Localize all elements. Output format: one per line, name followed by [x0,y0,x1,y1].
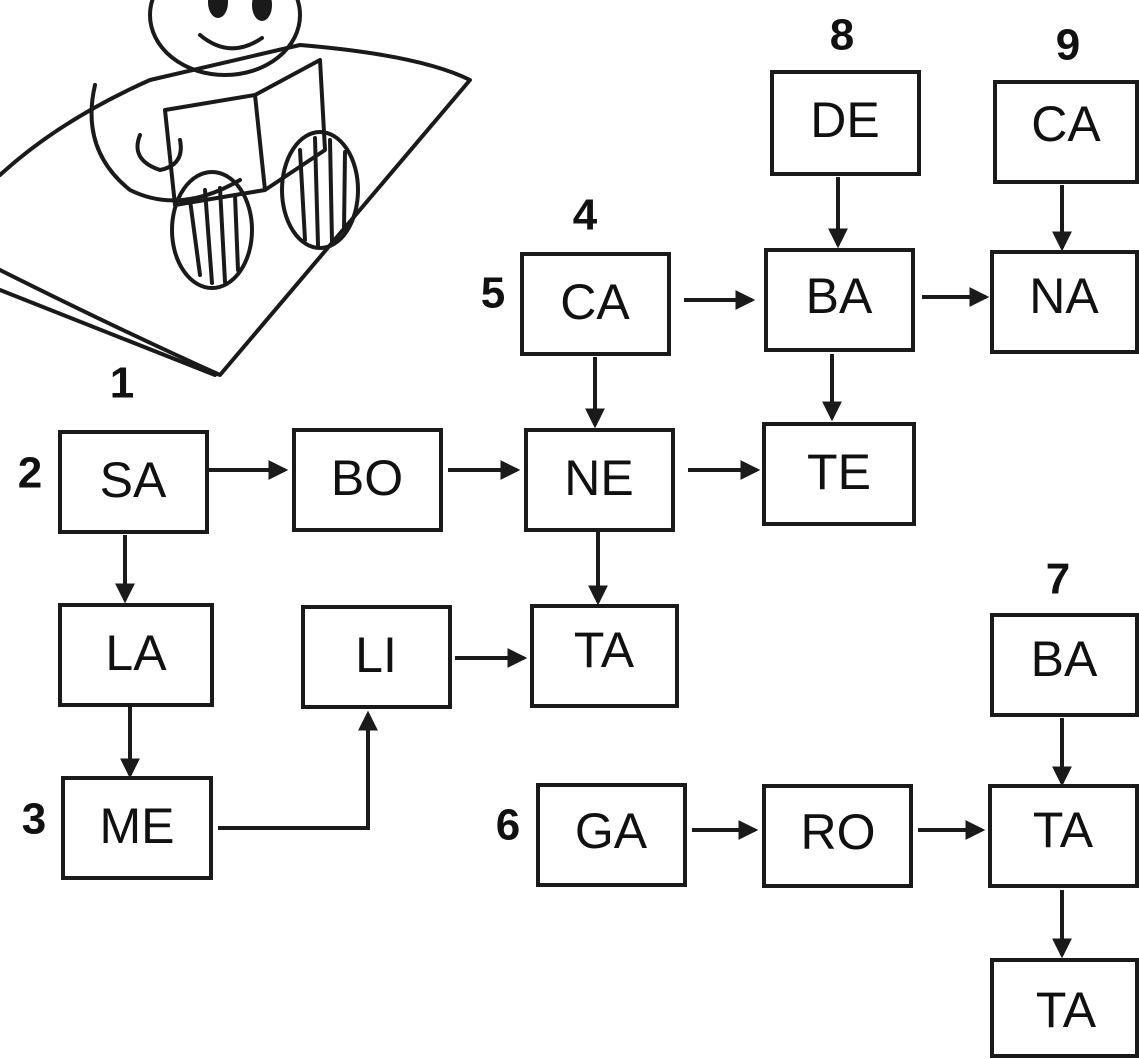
box-ca-9: CA [993,80,1139,184]
child-head [148,0,302,77]
box-li: LI [301,605,452,709]
child-shoe-right [280,130,360,250]
box-ca-5: CA [520,252,671,356]
box-ta-center: TA [530,604,679,708]
book [163,58,327,207]
child-body [89,83,242,203]
clue-number-5: 5 [481,269,505,318]
box-ba-7: BA [990,613,1139,717]
box-label: TE [807,444,871,500]
box-na: NA [990,250,1139,354]
clue-numbers: 1 2 3 4 5 6 7 8 9 [18,11,1080,850]
box-la: LA [58,603,214,707]
shoe-sole-lines-right [298,136,347,247]
box-label: CA [1031,96,1101,152]
shoe-sole-lines-left [188,186,240,285]
box-ro: RO [762,784,913,888]
box-me: ME [61,776,213,880]
mat-outline [0,43,472,377]
clue-number-6: 6 [496,801,520,850]
box-label: LA [105,625,167,681]
clue-number-4: 4 [573,191,598,240]
box-label: CA [560,274,630,330]
box-label: NE [564,450,633,506]
arrow-me-li [218,710,378,830]
box-te: TE [762,422,916,526]
box-de: DE [770,70,921,176]
box-label: BA [1031,631,1098,687]
connection-arrows [115,177,1072,959]
box-label: TA [1036,982,1097,1038]
child-eye-right [252,0,272,21]
clue-number-3: 3 [22,795,46,844]
box-ne: NE [524,428,675,532]
box-ta-6: TA [988,784,1139,888]
child-eye-left [208,0,228,18]
box-ba-8: BA [764,248,915,352]
child-smile [198,33,264,51]
clue-number-8: 8 [830,11,854,60]
box-label: TA [1033,802,1094,858]
box-label: GA [575,803,648,859]
box-label: SA [100,452,167,508]
box-label: BA [806,268,873,324]
box-label: ME [100,798,175,854]
box-label: BO [331,450,403,506]
clue-number-1: 1 [110,359,134,408]
box-label: NA [1029,268,1099,324]
box-label: TA [574,622,635,678]
box-bo: BO [292,428,443,532]
child-reading-illustration [0,0,472,377]
clue-number-2: 2 [18,449,42,498]
box-ta-7: TA [990,958,1139,1058]
box-ga: GA [536,783,687,887]
box-label: DE [810,92,879,148]
child-hand [135,133,183,172]
clue-number-7: 7 [1046,555,1070,604]
box-label: RO [801,804,876,860]
box-label: LI [355,627,397,683]
box-sa: SA [58,430,209,534]
child-shoe-left [170,170,254,290]
syllable-boxes: SA BO NE TE LA ME LI TA [58,70,1139,1058]
mat-edge [0,288,217,377]
clue-number-9: 9 [1056,21,1080,70]
